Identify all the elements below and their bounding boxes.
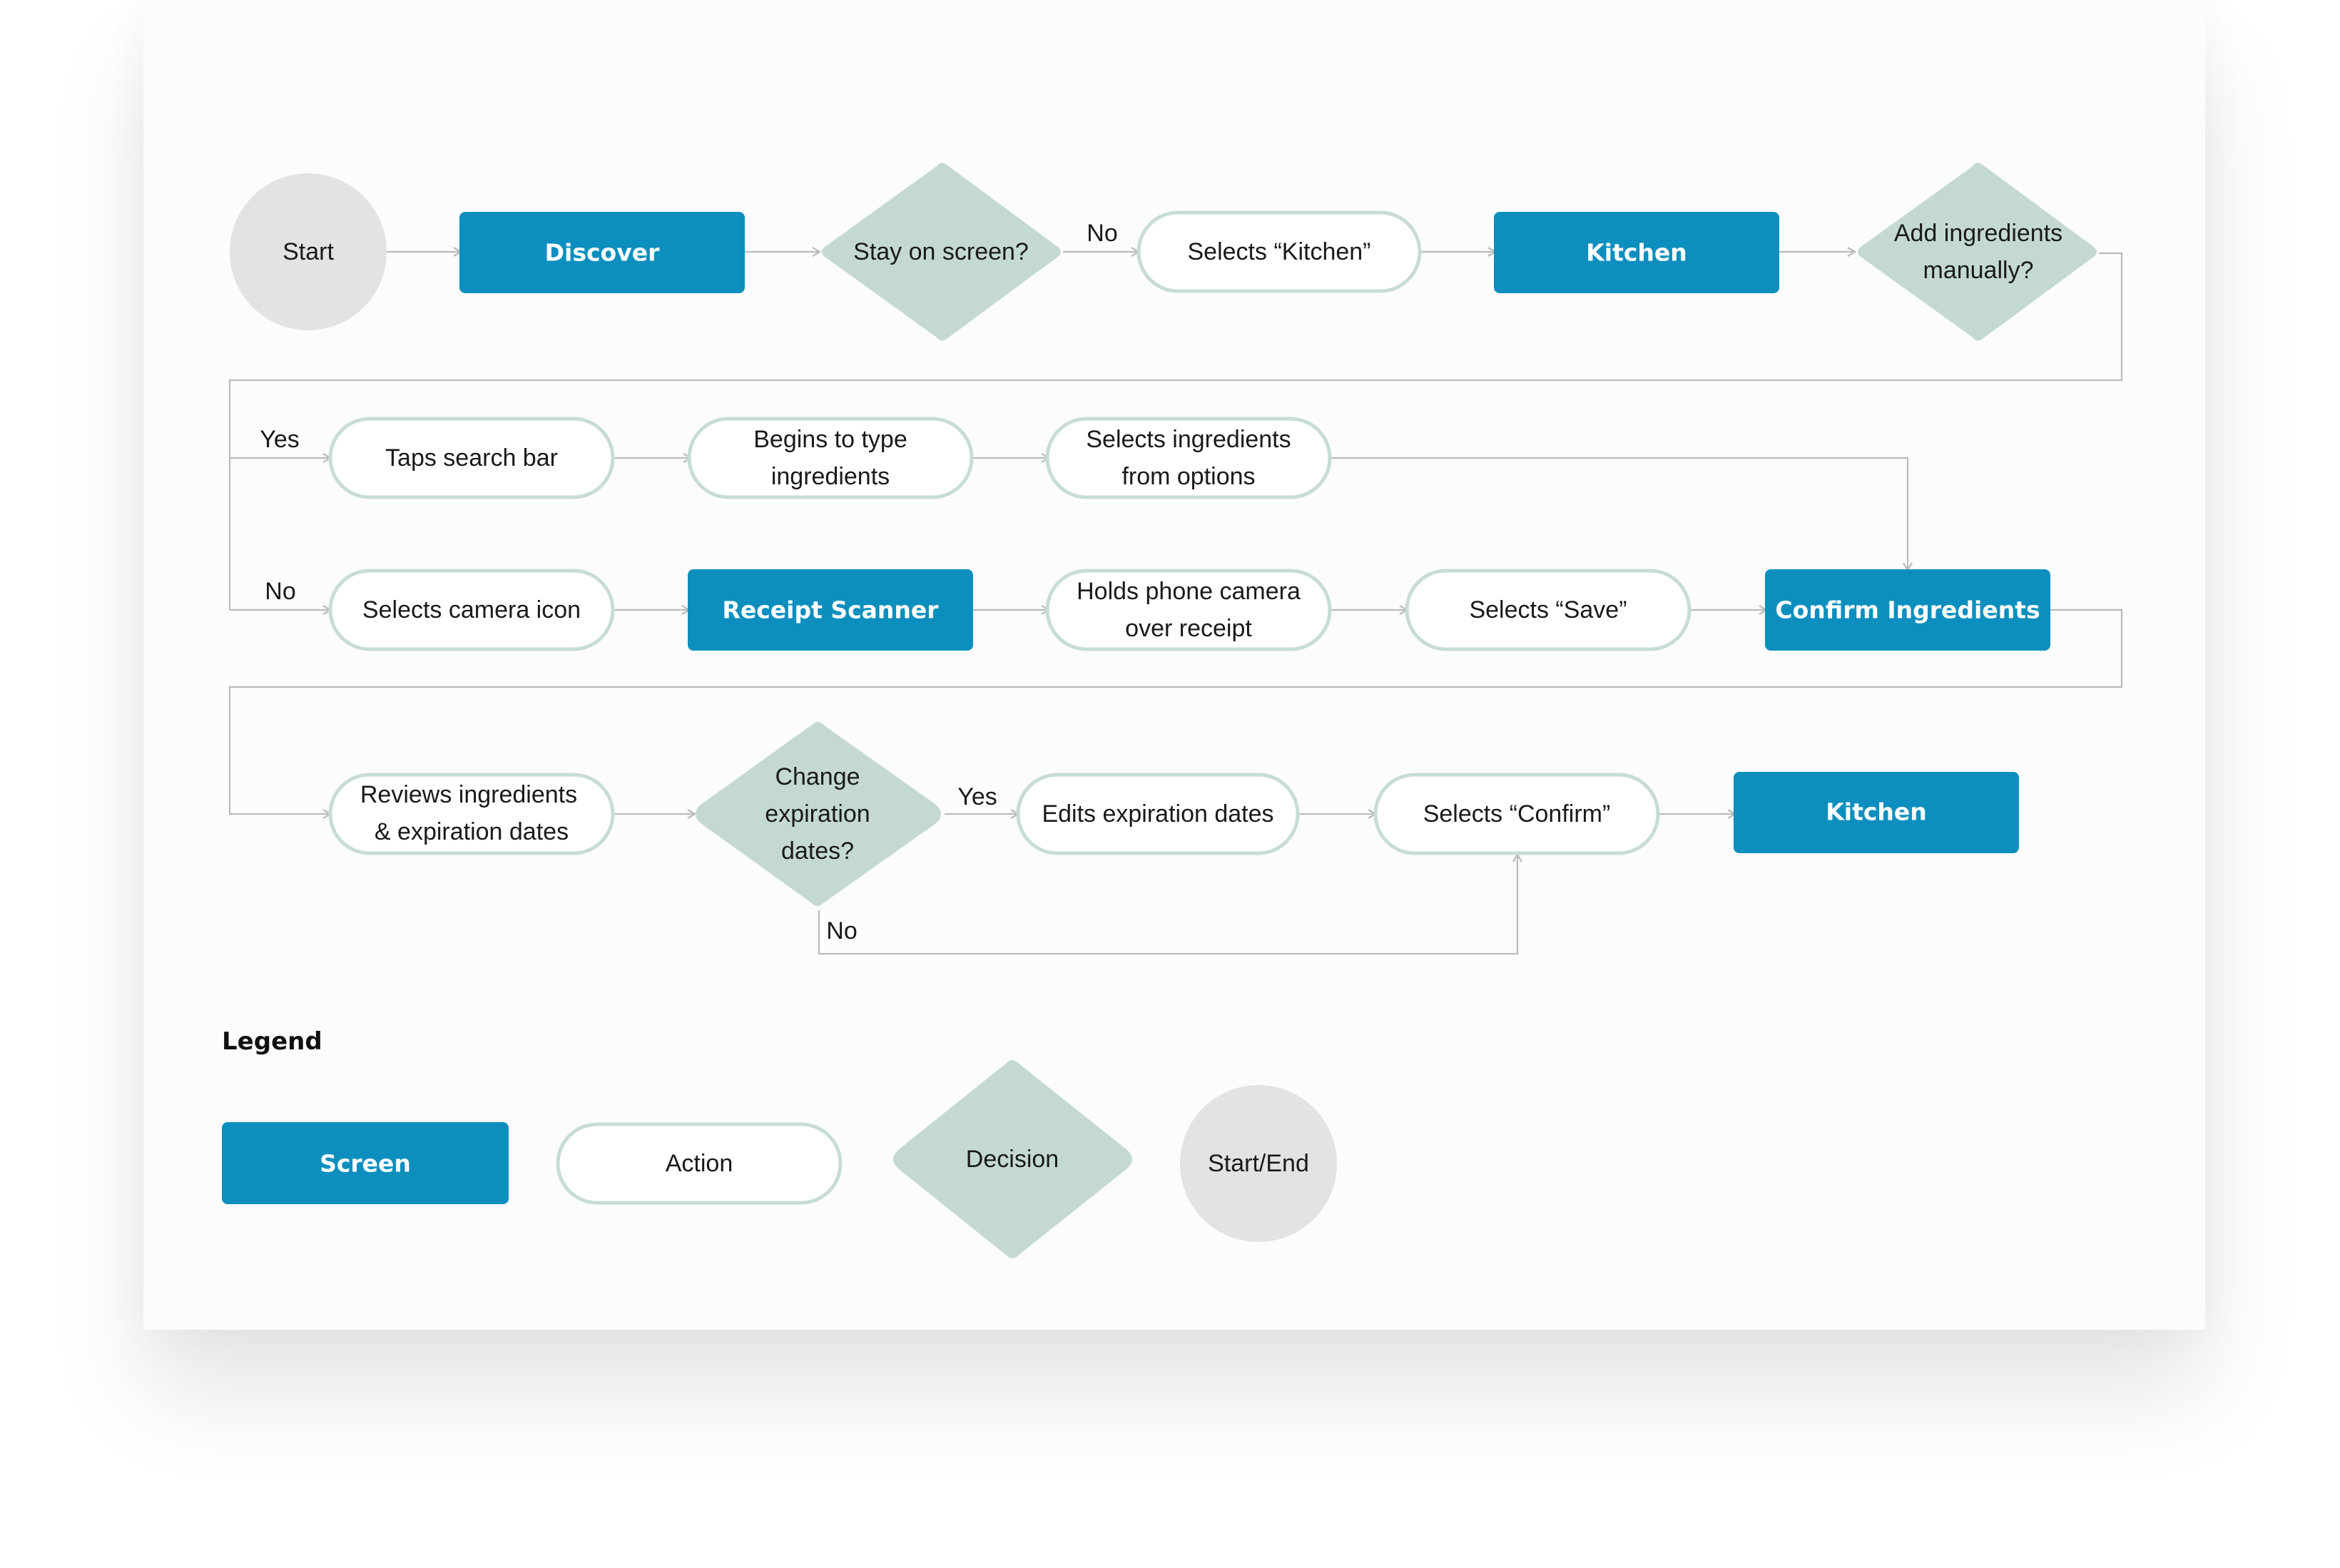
action-begins-to-type: Begins to type ingredients <box>687 417 974 499</box>
action-edits-expiration: Edits expiration dates <box>1016 773 1300 855</box>
screen-kitchen-1: Kitchen <box>1494 212 1779 293</box>
decision-stay-on-screen: Stay on screen? <box>822 163 1061 341</box>
legend-decision: Decision <box>893 1060 1132 1258</box>
screen-kitchen-2: Kitchen <box>1734 772 2019 853</box>
decision-add-manually-line-2: manually? <box>1923 257 2034 284</box>
screen-confirm-ingredients: Confirm Ingredients <box>1765 569 2050 651</box>
screen-confirm-ingredients-label: Confirm Ingredients <box>1775 596 2040 624</box>
screen-discover-label: Discover <box>545 239 660 267</box>
branch-label-change-yes: Yes <box>957 783 997 810</box>
connectors <box>228 250 2123 955</box>
action-holds-phone-camera-line-1: Holds phone camera <box>1077 578 1301 605</box>
branch-label-manual-yes: Yes <box>260 426 299 453</box>
edge-change-no-loop <box>818 856 1519 955</box>
legend-action-label: Action <box>666 1150 733 1177</box>
action-selects-from-options: Selects ingredients from options <box>1045 417 1332 499</box>
action-selects-kitchen: Selects “Kitchen” <box>1136 210 1422 293</box>
action-selects-confirm: Selects “Confirm” <box>1373 773 1660 855</box>
decision-change-line-2: expiration <box>765 800 870 828</box>
action-taps-search-bar-label: Taps search bar <box>385 444 558 472</box>
action-reviews-ingredients-line-2: & expiration dates <box>375 818 569 845</box>
legend: Legend Screen Action Decision Start/End <box>222 1027 1337 1258</box>
legend-title: Legend <box>222 1027 322 1056</box>
action-selects-save-label: Selects “Save” <box>1469 596 1627 623</box>
decision-add-manually: Add ingredients manually? <box>1858 163 2097 341</box>
action-selects-from-options-line-2: from options <box>1121 463 1255 490</box>
legend-start-end: Start/End <box>1180 1085 1337 1242</box>
screen-kitchen-1-label: Kitchen <box>1586 239 1687 267</box>
action-selects-confirm-label: Selects “Confirm” <box>1423 800 1611 828</box>
screen-discover: Discover <box>459 212 745 293</box>
edge-options-confirm <box>1331 457 1909 569</box>
action-edits-expiration-label: Edits expiration dates <box>1042 800 1273 828</box>
action-begins-to-type-line-2: ingredients <box>771 463 890 490</box>
legend-action: Action <box>556 1122 843 1205</box>
decision-stay-label: Stay on screen? <box>853 238 1029 265</box>
action-holds-phone-camera-line-2: over receipt <box>1125 615 1252 642</box>
decision-add-manually-line-1: Add ingredients <box>1894 220 2062 247</box>
arrowheads <box>322 247 1913 862</box>
start-label: Start <box>283 238 334 265</box>
decision-change-expiration: Change expiration dates? <box>696 722 941 906</box>
action-selects-camera-icon: Selects camera icon <box>328 569 615 651</box>
action-taps-search-bar: Taps search bar <box>328 417 615 499</box>
branch-label-stay-no: No <box>1087 220 1117 247</box>
legend-start-end-label: Start/End <box>1208 1150 1309 1177</box>
decision-change-line-3: dates? <box>781 838 854 865</box>
start-node: Start <box>230 173 387 330</box>
action-reviews-ingredients-line-1: Reviews ingredients <box>360 781 577 808</box>
edge-addmanual-wrap <box>228 252 2123 610</box>
action-reviews-ingredients: Reviews ingredients & expiration dates <box>328 773 615 855</box>
legend-screen: Screen <box>222 1122 509 1204</box>
edge-confirm-wrap <box>228 609 2123 815</box>
action-selects-from-options-line-1: Selects ingredients <box>1086 426 1291 453</box>
action-holds-phone-camera: Holds phone camera over receipt <box>1045 569 1332 651</box>
branch-label-change-no: No <box>826 917 857 945</box>
screen-receipt-scanner-label: Receipt Scanner <box>722 596 939 624</box>
screen-receipt-scanner: Receipt Scanner <box>688 569 973 651</box>
action-selects-save: Selects “Save” <box>1405 569 1692 651</box>
branch-label-manual-no: No <box>265 578 295 605</box>
legend-decision-label: Decision <box>966 1146 1059 1173</box>
screen-kitchen-2-label: Kitchen <box>1826 798 1927 826</box>
decision-change-line-1: Change <box>775 763 860 790</box>
action-begins-to-type-line-1: Begins to type <box>753 426 907 453</box>
action-selects-kitchen-label: Selects “Kitchen” <box>1188 238 1371 265</box>
legend-screen-label: Screen <box>320 1150 411 1178</box>
action-selects-camera-icon-label: Selects camera icon <box>362 596 581 623</box>
